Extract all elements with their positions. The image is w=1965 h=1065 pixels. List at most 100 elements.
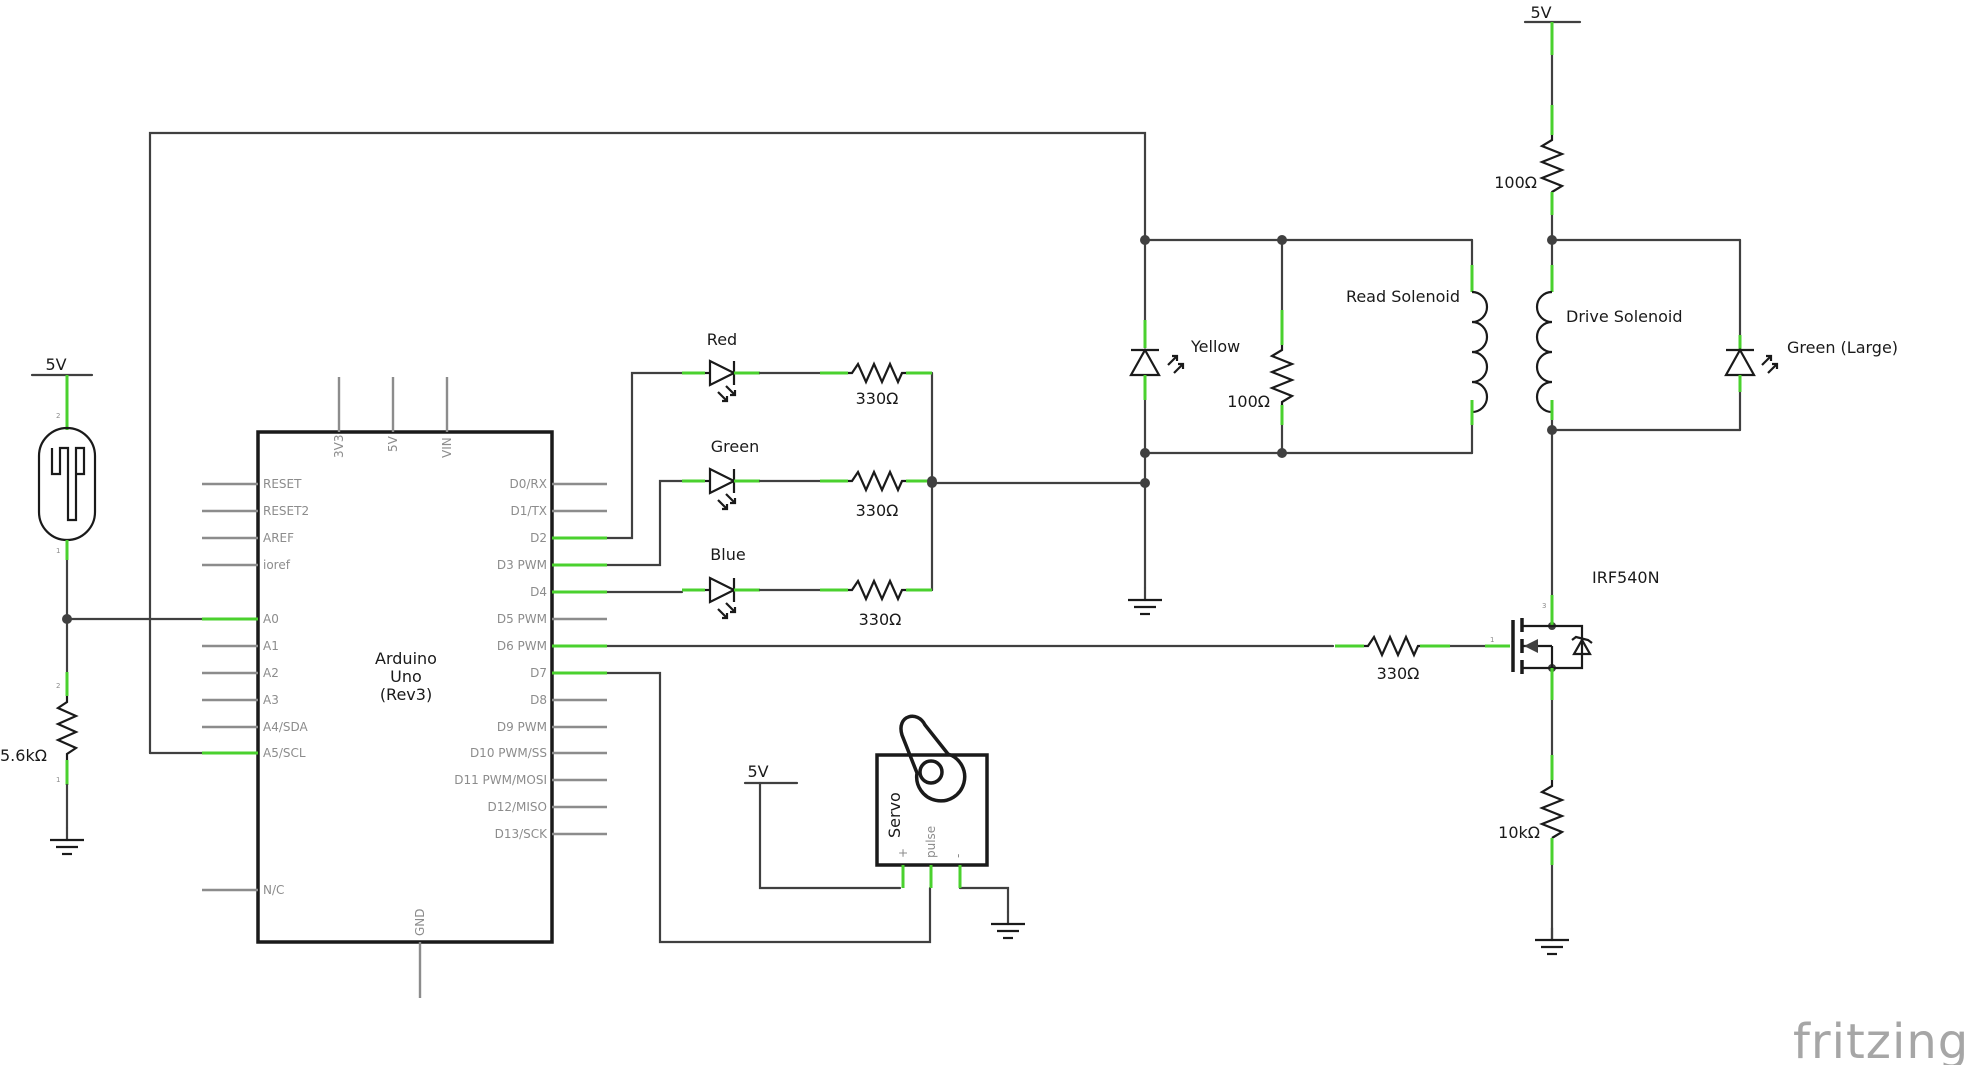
- yellow-led: Yellow: [1129, 320, 1240, 400]
- pin-label-ioref: ioref: [263, 558, 291, 572]
- junction-dot: [1140, 235, 1150, 245]
- arduino-uno: Arduino Uno (Rev3) 3V3 5V VIN GND RESET …: [202, 377, 607, 998]
- led-red-label: Red: [707, 330, 737, 349]
- pin-label-d12: D12/MISO: [487, 800, 547, 814]
- pin-label-d2: D2: [530, 531, 547, 545]
- mosfet-irf540n: IRF540N 3 1: [1485, 568, 1660, 700]
- junction-dot: [62, 614, 72, 624]
- pin-label-d8: D8: [530, 693, 547, 707]
- resistor-330-gate: 330Ω: [1335, 634, 1450, 683]
- led-green-large-label: Green (Large): [1787, 338, 1898, 357]
- pin-label-aref: AREF: [263, 531, 294, 545]
- drive-solenoid-label: Drive Solenoid: [1566, 307, 1683, 326]
- drive-supply: 5V: [1523, 3, 1582, 55]
- servo-label: Servo: [885, 792, 904, 838]
- resistor-330-label: 330Ω: [856, 389, 899, 408]
- pin-label-reset: RESET: [263, 477, 302, 491]
- ldr-divider: 5V 2 1 2 1 5.6kΩ: [0, 355, 97, 856]
- pin-label-a5-scl: A5/SCL: [263, 746, 306, 760]
- green-large-led: Green (Large): [1724, 335, 1898, 392]
- pin-label-d3-pwm: D3 PWM: [497, 558, 547, 572]
- pin-label-a3: A3: [263, 693, 279, 707]
- resistor-330-green: [848, 469, 906, 493]
- pin-label-a1: A1: [263, 639, 279, 653]
- drive-solenoid: Drive Solenoid: [1535, 265, 1683, 420]
- read-solenoid-label: Read Solenoid: [1346, 287, 1460, 306]
- junction-dot: [1547, 425, 1557, 435]
- pin-number: 1: [56, 776, 60, 784]
- pin-number: 1: [56, 547, 60, 555]
- pin-label-a0: A0: [263, 612, 279, 626]
- ground-symbol: [48, 826, 86, 856]
- resistor-5k6: [55, 696, 79, 760]
- pin-label-d9-pwm: D9 PWM: [497, 720, 547, 734]
- pin-label-d6-pwm: D6 PWM: [497, 639, 547, 653]
- servo: 5V Servo + pulse -: [743, 714, 1027, 940]
- arduino-name-line-3: (Rev3): [380, 685, 432, 704]
- resistor-100-read: 100Ω: [1227, 310, 1295, 425]
- pin-label-d7: D7: [530, 666, 547, 680]
- junction-dot: [1277, 235, 1287, 245]
- pin-label-d10: D10 PWM/SS: [470, 746, 547, 760]
- led-green-row: Green 330Ω: [682, 437, 932, 520]
- servo-plus-label: +: [896, 848, 910, 858]
- servo-horn: [899, 714, 967, 803]
- pin-number: 3: [1542, 602, 1546, 610]
- servo-minus-label: -: [951, 854, 965, 858]
- pin-label-d13: D13/SCK: [495, 827, 549, 841]
- pin-label-reset2: RESET2: [263, 504, 309, 518]
- led-green-label: Green: [711, 437, 759, 456]
- photoresistor: [37, 426, 97, 542]
- resistor-10k-label: 10kΩ: [1498, 823, 1540, 842]
- junctions: [62, 235, 1557, 672]
- supply-5v-label: 5V: [747, 762, 768, 781]
- pin-label-d11: D11 PWM/MOSI: [454, 773, 547, 787]
- resistor-5k6-label: 5.6kΩ: [0, 746, 47, 765]
- pin-label-d5-pwm: D5 PWM: [497, 612, 547, 626]
- resistor-10k: 10kΩ: [1498, 755, 1571, 956]
- ground-symbol: [1533, 926, 1571, 956]
- arduino-name-line-2: Uno: [390, 667, 422, 686]
- pin-label-gnd: GND: [413, 908, 427, 936]
- pin-number: 1: [1490, 636, 1494, 644]
- fritzing-logo: fritzing: [1793, 1014, 1965, 1065]
- pin-label-vin: VIN: [440, 437, 454, 458]
- arduino-name-line-1: Arduino: [375, 649, 437, 668]
- resistor-100-label: 100Ω: [1227, 392, 1270, 411]
- resistor-330-label: 330Ω: [859, 610, 902, 629]
- junction-dot: [1140, 448, 1150, 458]
- pin-label-5v: 5V: [386, 435, 400, 452]
- led-blue-row: Blue 330Ω: [682, 545, 932, 629]
- read-solenoid: Read Solenoid: [1346, 265, 1489, 425]
- resistor-100-drive: 100Ω: [1494, 105, 1565, 215]
- junction-dot: [1547, 235, 1557, 245]
- pin-label-3v3: 3V3: [332, 435, 346, 458]
- led-yellow-label: Yellow: [1190, 337, 1240, 356]
- resistor-330-blue: [848, 578, 906, 602]
- pin-label-d0-rx: D0/RX: [510, 477, 547, 491]
- supply-5v-label: 5V: [1530, 3, 1551, 22]
- resistor-330-red: [848, 361, 906, 385]
- ground-symbol: [989, 910, 1027, 940]
- ground-symbol: [1126, 586, 1164, 616]
- pin-label-d4: D4: [530, 585, 547, 599]
- resistor-330-label: 330Ω: [856, 501, 899, 520]
- pin-label-a2: A2: [263, 666, 279, 680]
- junction-dot: [927, 476, 937, 486]
- arduino-body: [256, 430, 554, 944]
- resistor-100-label: 100Ω: [1494, 173, 1537, 192]
- pin-label-d1-tx: D1/TX: [511, 504, 547, 518]
- pin-label-nc: N/C: [263, 883, 284, 897]
- pin-number: 2: [56, 412, 60, 420]
- supply-5v-label: 5V: [45, 355, 66, 374]
- led-red-row: Red 330Ω: [682, 330, 932, 408]
- servo-pulse-label: pulse: [924, 826, 938, 858]
- resistor-330-label: 330Ω: [1377, 664, 1420, 683]
- ground-led-bus: [1126, 586, 1164, 616]
- junction-dot: [1277, 448, 1287, 458]
- led-blue-label: Blue: [710, 545, 745, 564]
- pin-label-a4-sda: A4/SDA: [263, 720, 309, 734]
- pin-number: 2: [56, 682, 60, 690]
- mosfet-label: IRF540N: [1592, 568, 1660, 587]
